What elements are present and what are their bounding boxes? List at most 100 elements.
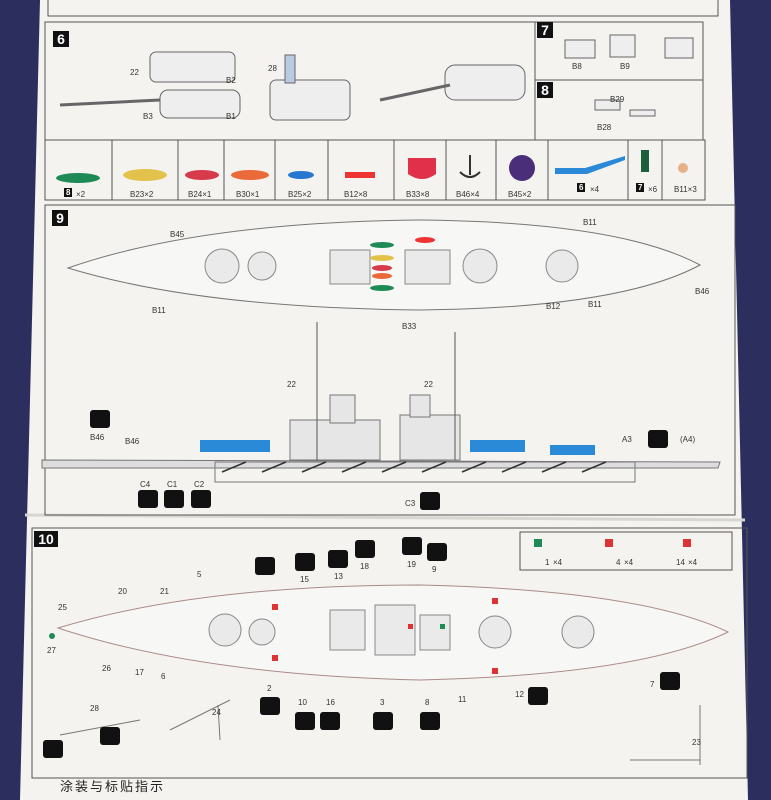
legend-4: 4	[616, 558, 621, 567]
callout-5: 5	[197, 570, 202, 579]
callout-24: 24	[212, 708, 221, 717]
callout-icons	[43, 410, 680, 758]
paper-sheet	[20, 0, 748, 800]
part-2-label: B23×2	[130, 190, 154, 199]
label-c4: C4	[140, 480, 151, 489]
callout-19: 19	[407, 560, 416, 569]
part-8-anchor	[459, 155, 481, 178]
callout-7: 7	[650, 680, 655, 689]
part-3-red	[185, 170, 219, 180]
part-6-red-bar	[345, 172, 375, 178]
label-b11-left: B11	[152, 306, 166, 315]
step10-panel	[31, 527, 748, 779]
part-1-num: 8	[64, 188, 73, 197]
label-c1: C1	[167, 480, 178, 489]
legend-14: 14	[676, 558, 685, 567]
label-b28: B28	[597, 123, 612, 132]
part-11-green-post	[641, 150, 649, 172]
callout-20: 20	[118, 587, 127, 596]
part-12-tan	[678, 163, 688, 173]
superstructure	[289, 394, 461, 461]
parts-dividers	[111, 140, 663, 200]
part-5-label: B25×2	[288, 190, 312, 199]
step10-detail-drawings	[59, 699, 701, 765]
callout-10: 10	[298, 698, 307, 707]
turret-drawing-1	[59, 51, 241, 119]
legend-1-qty: ×4	[553, 558, 563, 567]
turret-drawing-3	[379, 64, 526, 102]
label-b11-top: B11	[583, 218, 597, 227]
legend-4-qty: ×4	[624, 558, 634, 567]
label-b9: B9	[620, 62, 630, 71]
part-7-red-vent	[408, 158, 436, 179]
hull-strip	[214, 461, 636, 483]
step7-drawing	[564, 34, 694, 59]
label-28: 28	[268, 64, 277, 73]
prev-panel	[47, 0, 719, 17]
callout-2: 2	[267, 684, 272, 693]
callout-3: 3	[380, 698, 385, 707]
ship-top-view-9	[66, 219, 702, 311]
label-b11-right: B11	[588, 300, 602, 309]
part-10-num: 6	[577, 183, 586, 192]
ship-top-view-10-turrets	[208, 604, 595, 656]
label-a3: A3	[622, 435, 632, 444]
part-1-green	[56, 173, 100, 183]
label-b29: B29	[610, 95, 625, 104]
masts	[316, 322, 456, 460]
callout-17: 17	[135, 668, 144, 677]
step9-panel	[44, 204, 736, 516]
hull-hatch-lines	[221, 461, 607, 473]
step8-drawing	[594, 99, 656, 117]
ship-top-view-10-colored-parts	[49, 598, 498, 674]
label-b45: B45	[170, 230, 185, 239]
callout-28: 28	[90, 704, 99, 713]
callout-12: 12	[515, 690, 524, 699]
label-c2: C2	[194, 480, 205, 489]
part-8-label: B46×4	[456, 190, 480, 199]
label-22-side-b: 22	[424, 380, 433, 389]
step-number-6: 6	[53, 31, 69, 47]
ship-top-view-9-colored-parts	[370, 237, 435, 291]
callout-27: 27	[47, 646, 56, 655]
legend-14-qty: ×4	[688, 558, 698, 567]
part-10-blue-gun	[555, 156, 625, 174]
label-b1: B1	[226, 112, 236, 121]
part-12-label: B11×3	[674, 185, 697, 194]
step10-legend	[519, 531, 733, 571]
part-11-qty: ×6	[648, 185, 658, 194]
part-6-label: B12×8	[344, 190, 368, 199]
step-number-7: 7	[537, 22, 553, 38]
part-9-label: B45×2	[508, 190, 532, 199]
part-1-qty: ×2	[76, 190, 86, 199]
part-11-num: 7	[636, 183, 645, 192]
callout-18: 18	[360, 562, 369, 571]
ship-top-view-9-turrets	[204, 248, 579, 285]
label-22: 22	[130, 68, 139, 77]
label-b12: B12	[546, 302, 561, 311]
side-guns-blue	[200, 440, 595, 455]
step-number-10: 10	[34, 531, 58, 547]
callout-13: 13	[334, 572, 343, 581]
fold-line	[24, 513, 746, 522]
callout-8: 8	[425, 698, 430, 707]
part-10-qty: ×4	[590, 185, 600, 194]
legend-1: 1	[545, 558, 550, 567]
callout-25: 25	[58, 603, 67, 612]
label-b3: B3	[143, 112, 153, 121]
turret-drawing-2	[269, 54, 351, 121]
part-7-label: B33×8	[406, 190, 430, 199]
part-3-label: B24×1	[188, 190, 212, 199]
step-number-8: 8	[537, 82, 553, 98]
label-b46: B46	[695, 287, 710, 296]
label-b33: B33	[402, 322, 417, 331]
part-5-blue	[288, 171, 314, 179]
label-c3: C3	[405, 499, 416, 508]
callout-6: 6	[161, 672, 166, 681]
part-4-label: B30×1	[236, 190, 260, 199]
callout-9: 9	[432, 565, 437, 574]
callout-16: 16	[326, 698, 335, 707]
ship-side-view	[41, 459, 721, 469]
legend-markers	[534, 539, 691, 547]
